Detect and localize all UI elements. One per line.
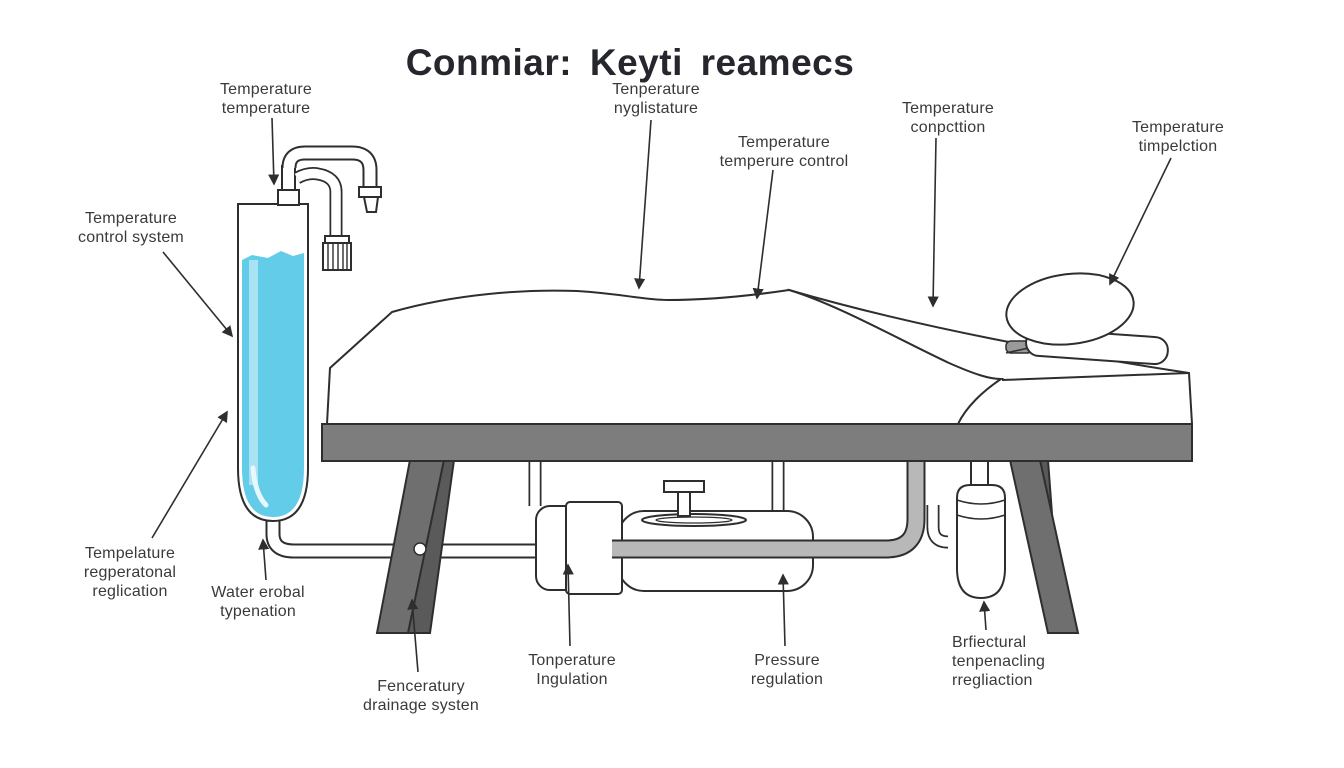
label-cylinder-lower: Tempelature regperatonal reglication — [83, 545, 177, 601]
leader-arrows — [151, 117, 1172, 673]
drain-bottle — [956, 457, 1006, 600]
label-tank: Pressure regulation — [750, 652, 824, 689]
faucet-pipes — [277, 145, 382, 271]
label-head: Temperature timpelction — [1131, 119, 1225, 156]
head — [1005, 272, 1135, 346]
label-cylinder-top: Temperature temperature — [219, 81, 313, 118]
label-bottle: Brfiectural tenpenacling rregliaction — [952, 634, 1046, 690]
bed-frame — [321, 423, 1193, 462]
label-bed-right: Temperature conpcttion — [901, 100, 995, 137]
blanket — [325, 288, 1005, 425]
valve-handle — [663, 480, 705, 517]
pipe-gray-return — [612, 461, 926, 559]
label-leg: Fenceratury drainage systen — [363, 678, 479, 715]
pipe-cylinder-to-pump — [265, 518, 545, 559]
label-pump: Tonperature Ingulation — [528, 652, 616, 689]
label-blanket: Temperature temperure control — [719, 134, 849, 171]
water-cylinder — [237, 203, 309, 523]
spout-tip — [362, 196, 380, 213]
label-water-pipe: Water erobal typenation — [211, 584, 305, 621]
sprayer-cap — [324, 235, 350, 244]
label-control-system: Temperature control system — [78, 210, 184, 247]
pipe-bottle-elbow — [926, 505, 949, 549]
bed-leg-right — [1008, 459, 1080, 634]
pump-unit — [535, 501, 623, 595]
spout-collar — [358, 186, 382, 198]
page-title: Conmiar: Keyti reamecs — [405, 42, 855, 83]
label-bed-mid: Tenperature nyglistature — [612, 81, 700, 118]
